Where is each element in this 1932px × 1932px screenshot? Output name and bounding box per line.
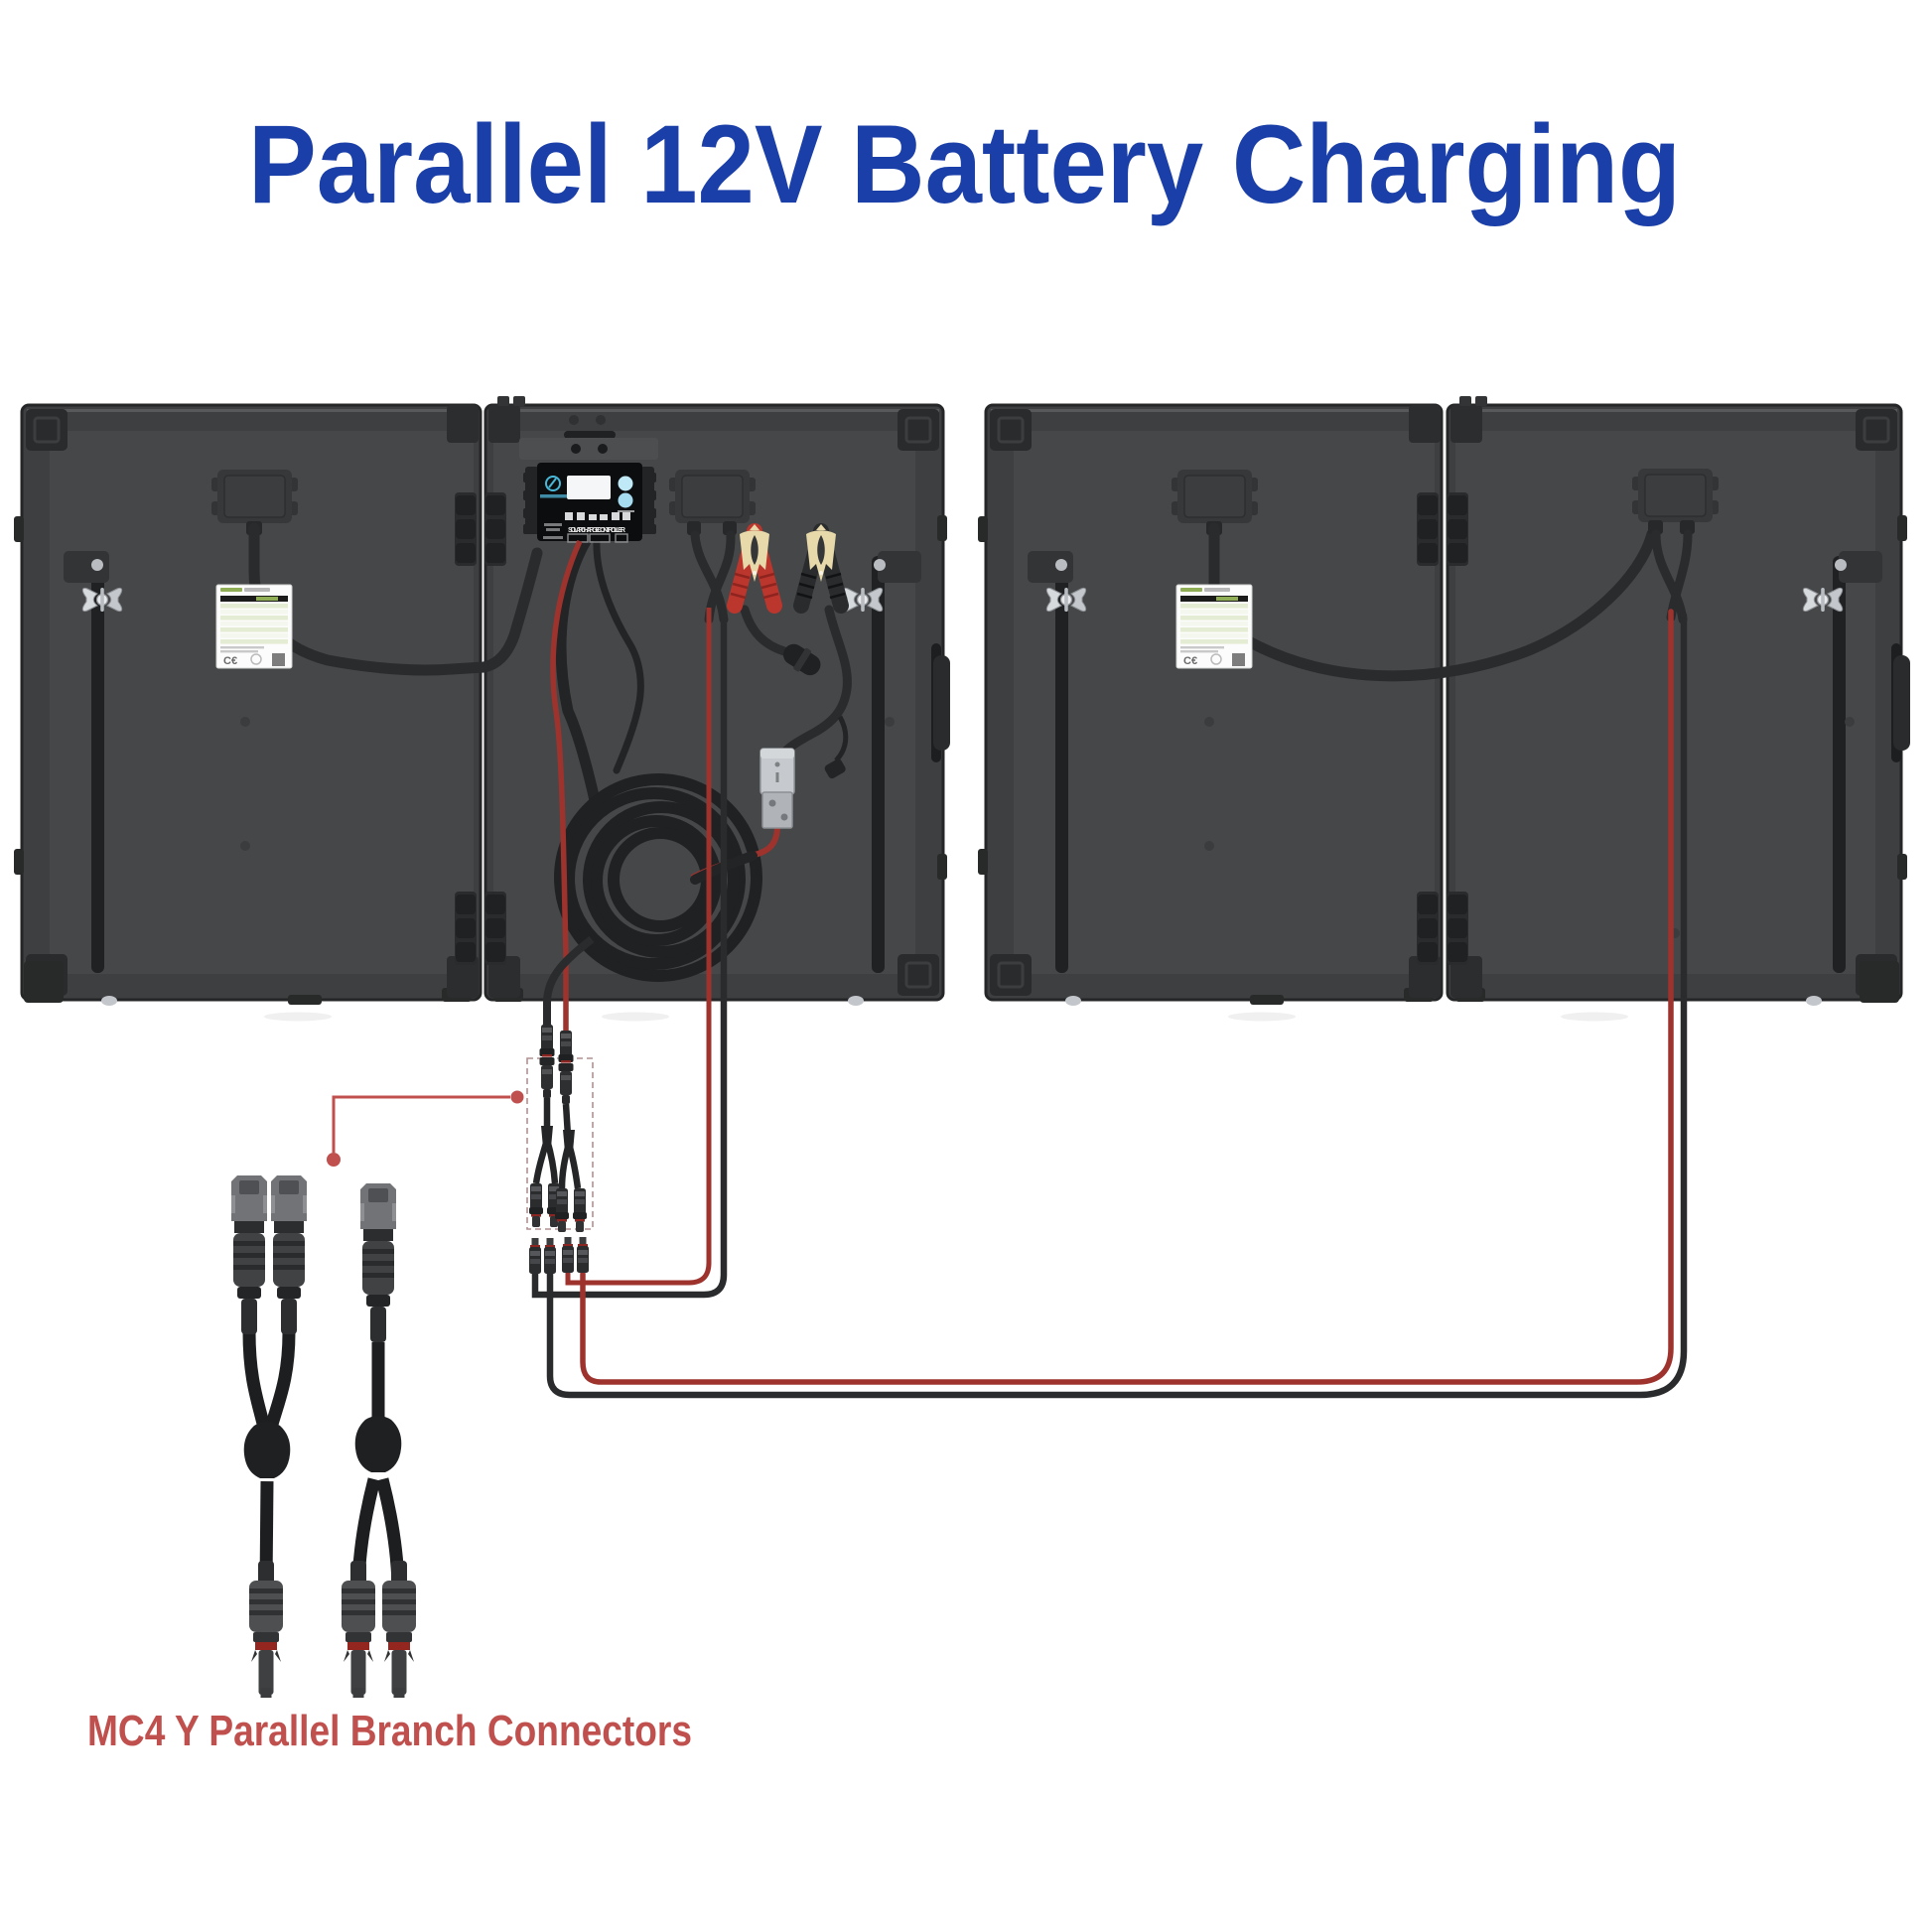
svg-text:SOLAR CHARGE CONTROLLER: SOLAR CHARGE CONTROLLER bbox=[568, 525, 626, 534]
svg-text:Parallel 12V Battery Charging: Parallel 12V Battery Charging bbox=[248, 102, 1681, 226]
svg-text:MC4 Y Parallel Branch Connecto: MC4 Y Parallel Branch Connectors bbox=[87, 1707, 692, 1755]
